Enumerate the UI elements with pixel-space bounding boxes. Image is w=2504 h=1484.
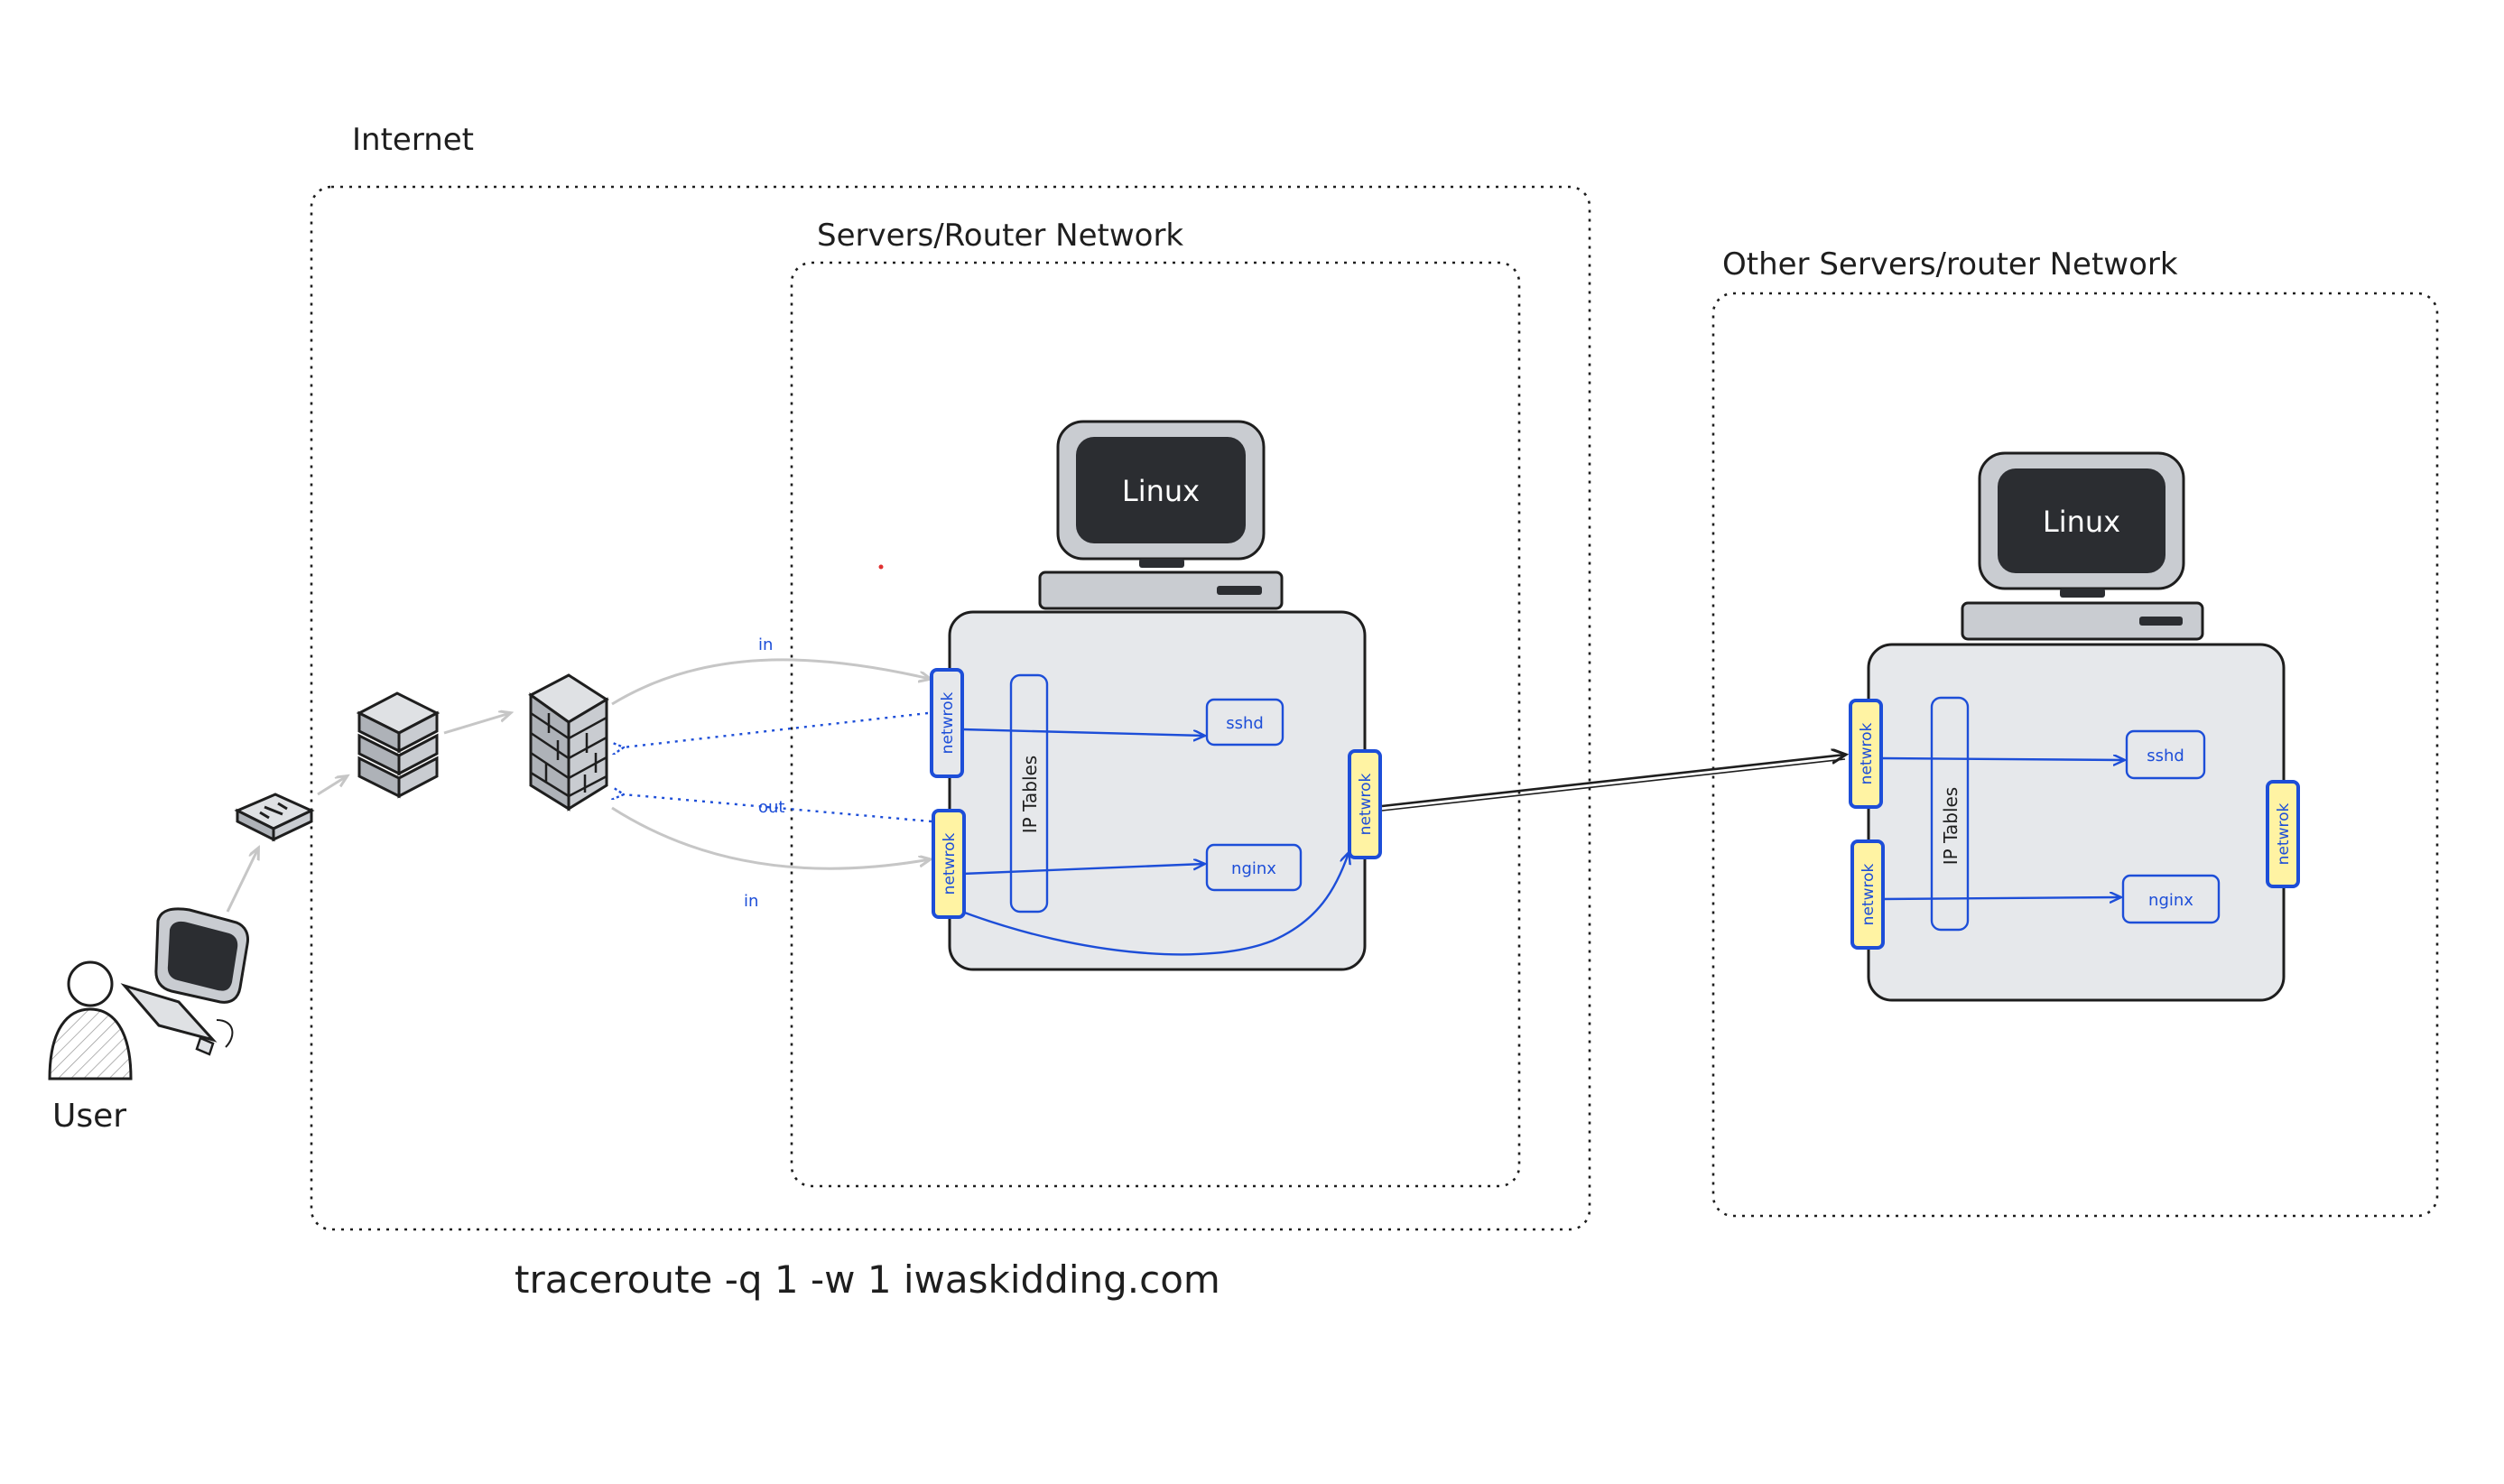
- iptables-label-left: IP Tables: [1019, 756, 1041, 833]
- user-head-icon: [67, 960, 114, 1007]
- arrow-servers-to-firewall: [443, 713, 510, 735]
- sshd-box-left: [1205, 698, 1284, 747]
- arrow-switch-to-servers: [317, 776, 347, 796]
- nic-right-left: [1348, 749, 1382, 859]
- nic-top-left: [930, 668, 964, 778]
- arrow-user-to-switch: [226, 849, 258, 913]
- flow-to-sshd-right: [1880, 758, 2124, 760]
- linux-label-left: Linux: [1122, 474, 1200, 508]
- user-label: User: [52, 1098, 126, 1135]
- internet-label: Internet: [352, 122, 474, 158]
- nic-bottom-right: [1850, 839, 1885, 950]
- user-figure: [48, 960, 133, 1081]
- nic-bottom-left: [932, 809, 966, 919]
- iptables-label-right: IP Tables: [1940, 787, 1961, 865]
- flow-label-in-bottom: in: [744, 892, 758, 911]
- flow-to-nginx-left: [961, 864, 1204, 876]
- flow-to-nginx-right: [1880, 897, 2120, 899]
- traceroute-command: traceroute -q 1 -w 1 iwaskidding.com: [515, 1257, 1220, 1302]
- nic-top-right-label: netwrok: [1858, 723, 1876, 785]
- servers-network-label: Servers/Router Network: [817, 218, 1183, 254]
- internet-boundary: [310, 185, 1591, 1231]
- iptables-left: [1009, 673, 1049, 914]
- switch-icon: [234, 793, 315, 842]
- other-network-boundary: [1711, 292, 2439, 1218]
- workstation-icon: [120, 907, 249, 1056]
- nic-right-right: [2266, 780, 2300, 888]
- arrow-return-out: [623, 794, 932, 823]
- sshd-label-left: sshd: [1226, 714, 1264, 733]
- linux-monitor-right: [1961, 451, 2204, 641]
- stray-dot: [878, 564, 884, 570]
- flow-label-in-top: in: [758, 635, 773, 654]
- linux-label-right: Linux: [2043, 505, 2120, 539]
- servers-network-boundary: [790, 261, 1521, 1188]
- arrow-to-other-network: [1381, 755, 1845, 808]
- nginx-label-left: nginx: [1231, 859, 1276, 878]
- arrow-return-top: [623, 711, 929, 747]
- nginx-label-right: nginx: [2148, 891, 2193, 910]
- flow-forward-left: [961, 853, 1349, 956]
- arrow-in-bottom: [611, 806, 930, 870]
- nic-bottom-left-label: netwrok: [941, 833, 959, 895]
- other-network-label: Other Servers/router Network: [1722, 246, 2178, 283]
- server-stack-icon: [356, 691, 441, 799]
- nic-right-right-label: netwrok: [2275, 803, 2293, 866]
- nic-top-left-label: netwrok: [939, 692, 957, 755]
- flow-label-out: out: [758, 798, 784, 817]
- nic-bottom-right-label: netwrok: [1859, 864, 1878, 926]
- nic-top-right: [1849, 699, 1883, 809]
- arrow-to-other-network-shadow: [1381, 758, 1846, 812]
- nic-right-left-label: netwrok: [1357, 774, 1375, 836]
- user-body-icon: [48, 1007, 133, 1081]
- sshd-label-right: sshd: [2147, 747, 2184, 765]
- arrow-in-top: [611, 658, 930, 706]
- iptables-right: [1930, 696, 1970, 932]
- flow-to-sshd-left: [961, 728, 1204, 736]
- linux-monitor-left: [1038, 420, 1284, 610]
- firewall-icon: [528, 673, 609, 812]
